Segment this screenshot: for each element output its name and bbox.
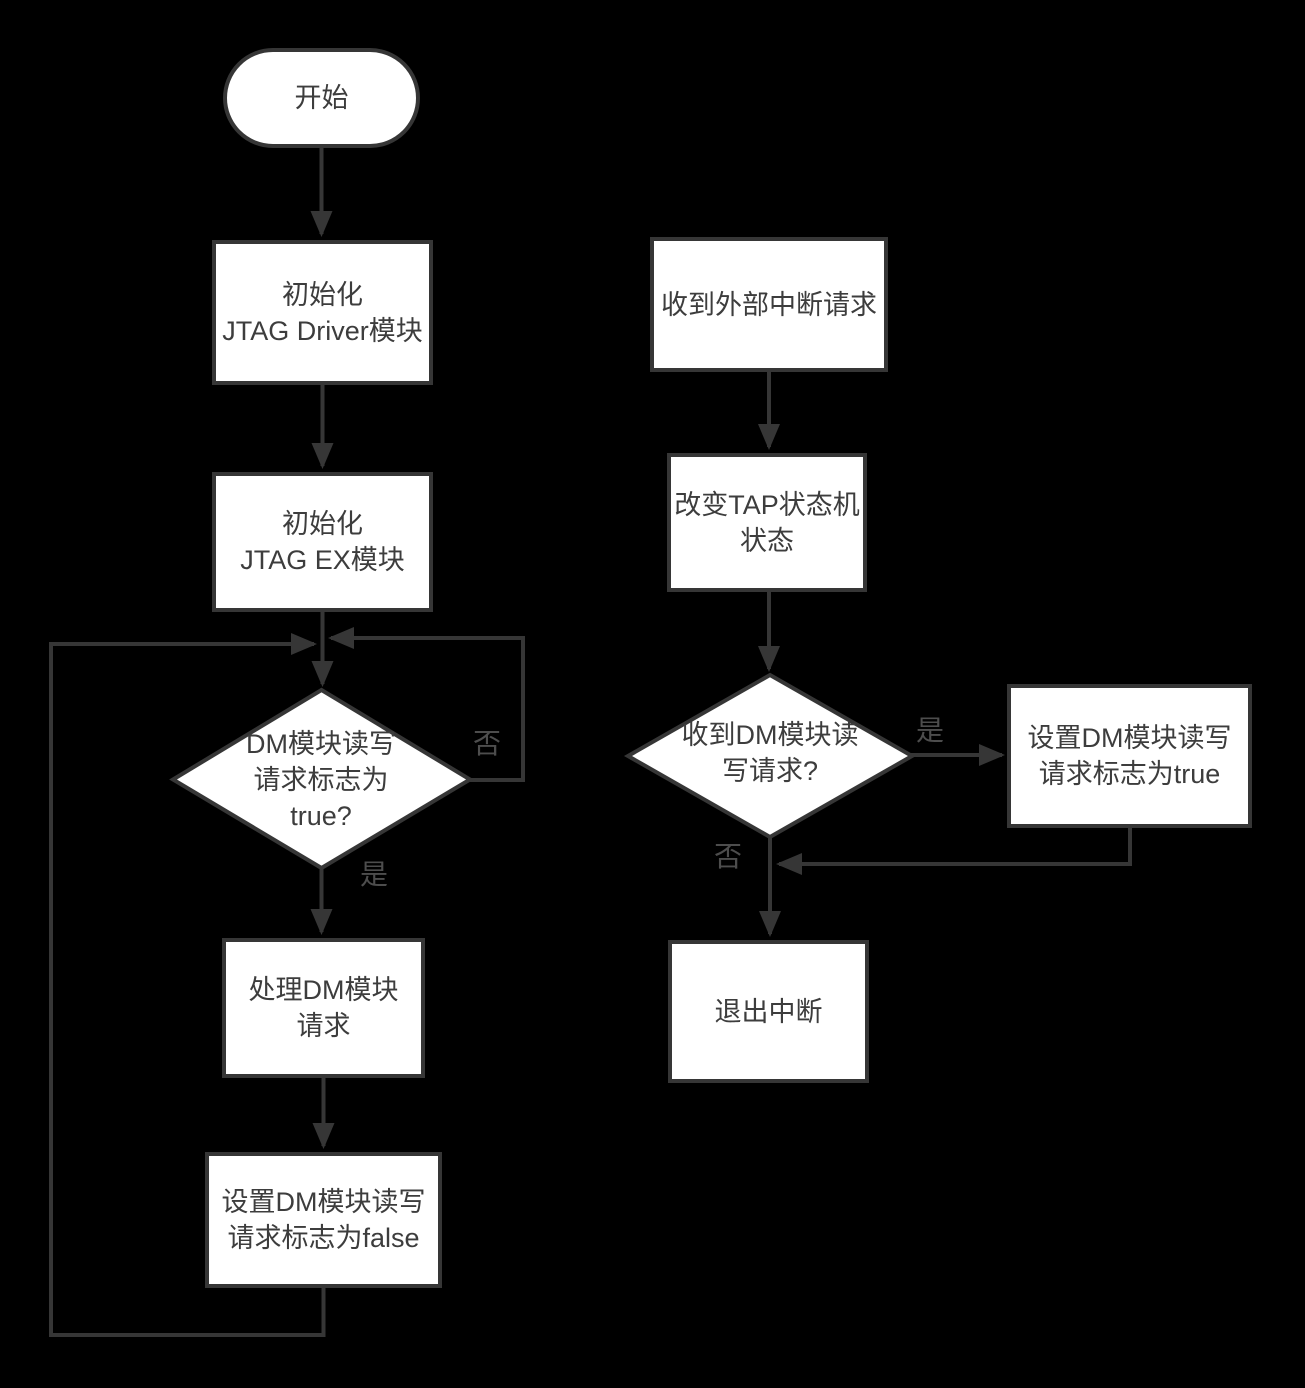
decision-diamond-dm-flag	[169, 687, 474, 871]
process-box-recv-interrupt: 收到外部中断请求	[650, 237, 888, 372]
edge-label-recv-dm-no: 否	[713, 841, 743, 872]
process-box-change-tap: 改变TAP状态机 状态	[667, 453, 867, 592]
edge-set-false-loopback	[49, 633, 326, 1337]
edge-label-dm-flag-no: 否	[472, 728, 502, 759]
decision-diamond-recv-dm	[623, 672, 917, 840]
init-jtag-driver-label: 初始化 JTAG Driver模块	[222, 279, 423, 346]
dm-flag-decision-label: DM模块读写 请求标志为 true?	[246, 729, 396, 831]
exit-interrupt-label: 退出中断	[714, 996, 823, 1027]
process-box-set-flag-false: 设置DM模块读写 请求标志为false	[205, 1152, 442, 1288]
process-box-init-jtag-driver: 初始化 JTAG Driver模块	[212, 240, 433, 385]
edge-set-true-merge	[776, 828, 1132, 875]
edge-dm-decision-no-loop	[328, 627, 525, 782]
process-box-set-flag-true: 设置DM模块读写 请求标志为true	[1007, 684, 1252, 828]
edge-label-dm-flag-yes: 是	[359, 859, 389, 890]
process-box-handle-dm: 处理DM模块 请求	[222, 938, 425, 1078]
change-tap-label: 改变TAP状态机 状态	[674, 489, 860, 556]
recv-interrupt-label: 收到外部中断请求	[661, 289, 877, 320]
handle-dm-label: 处理DM模块 请求	[248, 975, 399, 1041]
set-flag-true-label: 设置DM模块读写 请求标志为true	[1027, 723, 1232, 789]
edge-label-recv-dm-yes: 是	[915, 715, 945, 746]
process-box-exit-interrupt: 退出中断	[668, 940, 869, 1083]
process-box-init-jtag-ex: 初始化 JTAG EX模块	[212, 472, 433, 612]
start-node-label: 开始	[294, 83, 349, 113]
start-node: 开始	[223, 48, 420, 148]
set-flag-false-label: 设置DM模块读写 请求标志为false	[221, 1187, 426, 1253]
recv-dm-decision-label: 收到DM模块读 写请求?	[681, 720, 859, 786]
init-jtag-ex-label: 初始化 JTAG EX模块	[240, 509, 405, 575]
